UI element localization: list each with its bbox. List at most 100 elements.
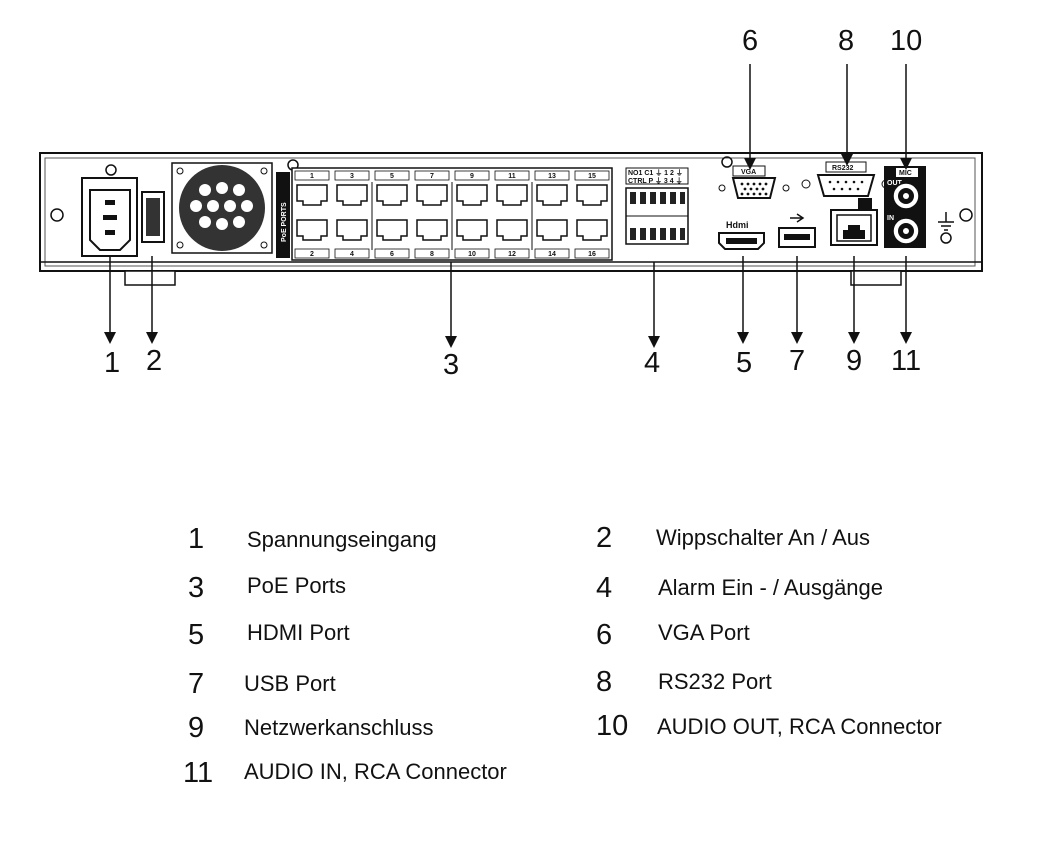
vga-port: VGA [718,156,790,199]
poe-port [536,184,568,206]
poe-port-number-bottom: 6 [390,251,394,258]
power-inlet [81,177,138,257]
legend-text-4: Alarm Ein - / Ausgänge [658,575,884,600]
legend-text-6: VGA Port [658,620,750,645]
ground-icon [938,212,954,231]
poe-top-label-box [414,170,450,181]
legend-text-11: AUDIO IN, RCA Connector [244,759,507,784]
rs232-port: RS232 [801,161,891,197]
poe-port [296,219,328,241]
poe-top-label-box [574,170,610,181]
poe-bottom-label-box [454,248,490,259]
poe-port-number-bottom: 8 [430,251,434,258]
poe-port-number-top: 15 [588,173,596,180]
poe-port [456,184,488,206]
poe-port-number-top: 7 [430,173,434,180]
legend-text-9: Netzwerkanschluss [244,715,434,740]
poe-bottom-label-box [294,248,330,259]
poe-port-number-top: 5 [390,173,394,180]
callout-lines [104,64,912,348]
poe-side-label: PoE PORTS [276,172,290,258]
usb-port [778,213,816,248]
callout-5: 5 [736,347,752,379]
poe-port [576,184,608,206]
legend-text-1: Spannungseingang [247,527,437,552]
poe-bottom-label-box [574,248,610,259]
poe-top-label-box [534,170,570,181]
poe-port [296,184,328,206]
poe-top-label-box [494,170,530,181]
legend-num-8: 8 [596,666,613,698]
legend-text-7: USB Port [244,671,336,696]
legend-text-10: AUDIO OUT, RCA Connector [657,714,942,739]
poe-top-label-box [374,170,410,181]
poe-bottom-label-box [334,248,370,259]
callout-8: 8 [838,25,854,57]
hdmi-port: Hdmi [718,220,765,250]
poe-port-number-bottom: 2 [310,251,314,258]
legend-num-11: 11 [183,757,214,789]
callout-10: 10 [890,25,922,57]
poe-port-number-top: 9 [470,173,474,180]
legend-num-9: 9 [188,712,205,744]
legend-num-1: 1 [188,523,205,555]
poe-port [416,184,448,206]
poe-bottom-label-box [374,248,410,259]
poe-port-number-bottom: 14 [548,251,556,258]
callout-7: 7 [789,345,805,377]
alarm-terminal-block: NO1 C1 ⏚ 1 2 ⏚ CTRL P ⏚ 3 4 ⏚ [625,167,689,245]
poe-top-label-box [294,170,330,181]
poe-port-number-top: 3 [350,173,354,180]
legend-num-2: 2 [596,522,613,554]
legend-num-4: 4 [596,572,613,604]
poe-port [496,184,528,206]
legend-num-3: 3 [188,572,205,604]
callout-numbers: 1 2 3 4 5 6 7 8 9 10 11 [104,25,922,381]
poe-port-number-top: 11 [508,173,516,180]
poe-port-number-bottom: 16 [588,251,596,258]
legend-text-8: RS232 Port [658,669,772,694]
alarm-label-row2: CTRL P ⏚ 3 4 ⏚ [628,177,683,185]
callout-9: 9 [846,345,862,377]
mic-label: MIC [899,170,912,177]
poe-port [376,219,408,241]
poe-port [576,219,608,241]
poe-bottom-label-box [414,248,450,259]
legend-num-7: 7 [188,668,205,700]
legend-num-10: 10 [596,710,629,742]
vga-label: VGA [741,169,756,176]
poe-port [336,184,368,206]
poe-port [536,219,568,241]
poe-port-number-bottom: 10 [468,251,476,258]
rocker-switch [141,191,165,243]
audio-out-label: OUT [887,180,903,187]
legend-text-3: PoE Ports [247,573,347,598]
callout-6: 6 [742,25,758,57]
rs232-label: RS232 [832,165,854,172]
poe-bottom-label-box [494,248,530,259]
callout-1: 1 [104,347,120,379]
legend-num-6: 6 [596,619,613,651]
poe-port [456,219,488,241]
poe-port-number-top: 1 [310,173,314,180]
callout-2: 2 [146,345,162,377]
legend-num-5: 5 [188,619,205,651]
callout-3: 3 [443,349,459,381]
alarm-label-row1: NO1 C1 ⏚ 1 2 ⏚ [628,169,683,177]
audio-in-label: IN [887,215,894,222]
poe-port [496,219,528,241]
poe-port [376,184,408,206]
poe-bottom-label-box [534,248,570,259]
poe-top-label-box [454,170,490,181]
poe-port [416,219,448,241]
legend-text-5: HDMI Port [247,620,350,645]
audio-panel: MIC OUT IN [884,166,926,248]
fan [171,162,273,254]
poe-side-text: PoE PORTS [281,202,288,242]
poe-port-number-bottom: 12 [508,251,516,258]
callout-11: 11 [891,345,921,377]
poe-top-label-box [334,170,370,181]
legend-text-2: Wippschalter An / Aus [656,525,870,550]
